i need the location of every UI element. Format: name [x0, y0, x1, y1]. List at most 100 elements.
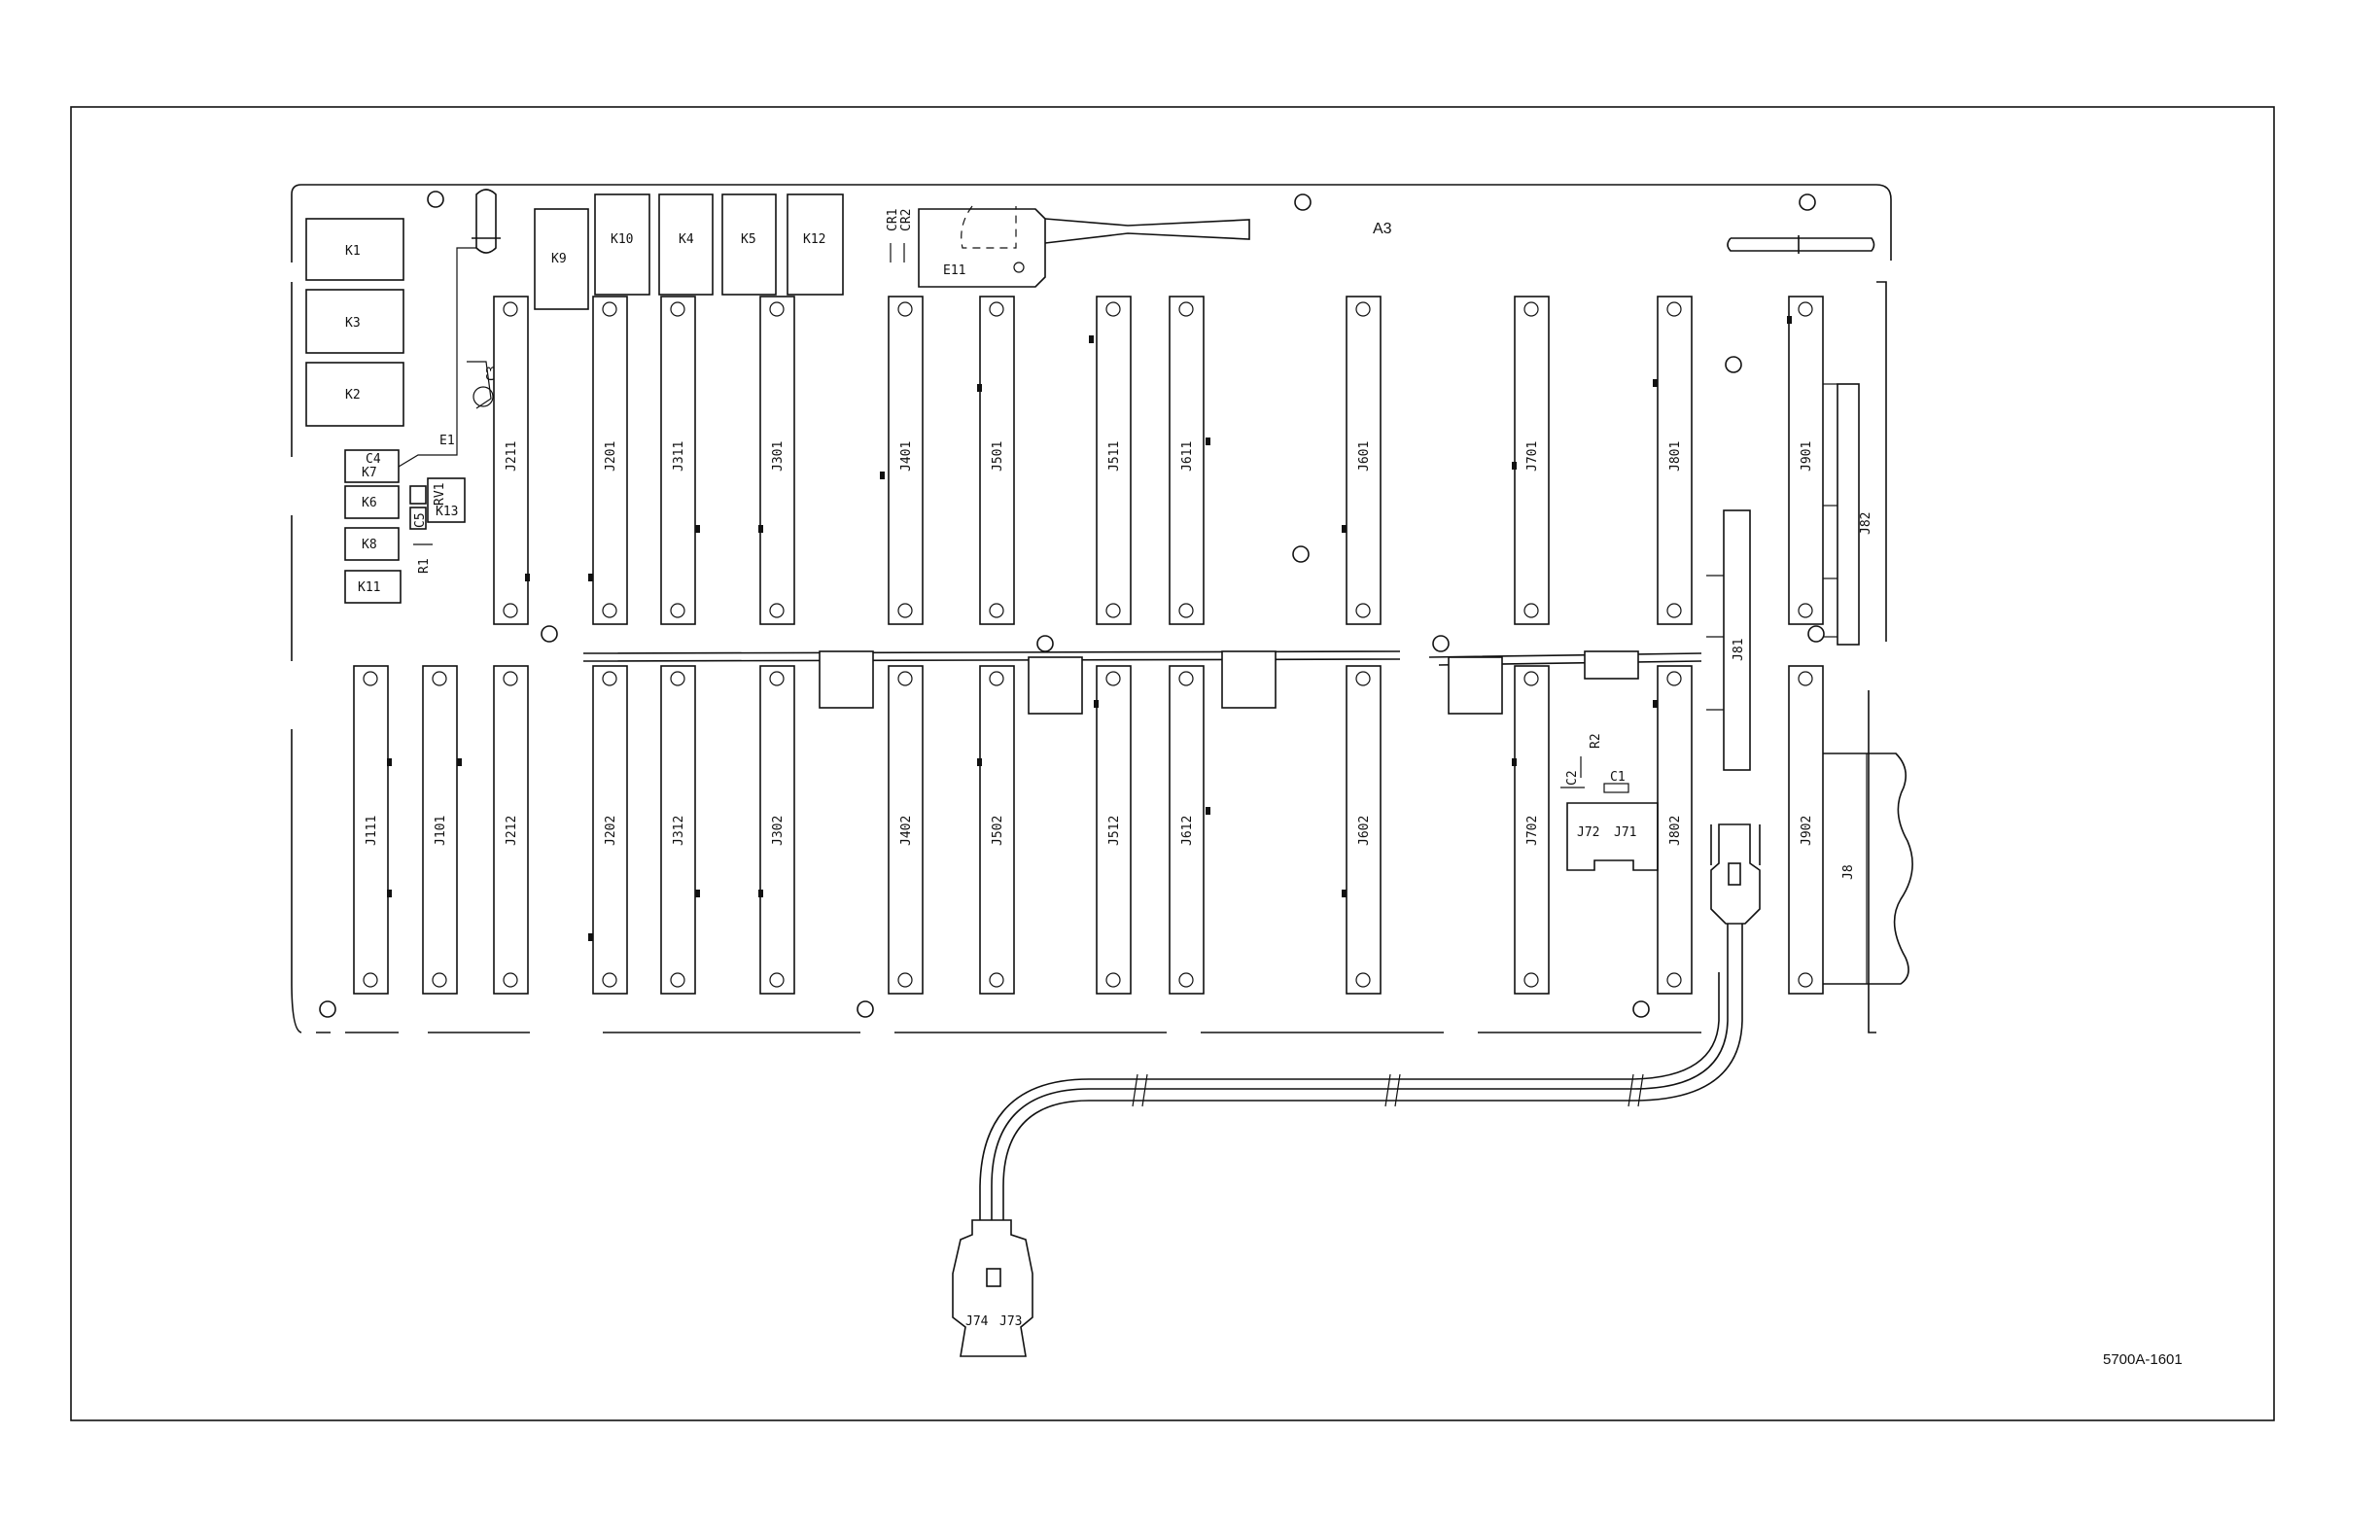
svg-text:K2: K2 — [345, 388, 361, 402]
connector-j74-j73: J74 J73 — [953, 1220, 1032, 1356]
connector-j512: J512 — [1097, 666, 1131, 994]
svg-text:K1: K1 — [345, 244, 361, 259]
svg-text:E1: E1 — [439, 434, 455, 448]
connector-j211: J211 — [494, 297, 528, 624]
connector-j502: J502 — [980, 666, 1014, 994]
svg-text:J601: J601 — [1357, 441, 1372, 472]
svg-text:RV1: RV1 — [433, 483, 447, 506]
connector-j312: J312 — [661, 666, 695, 994]
svg-text:J74: J74 — [965, 1314, 989, 1329]
svg-text:J511: J511 — [1107, 441, 1122, 472]
svg-text:J902: J902 — [1800, 816, 1814, 846]
svg-text:J801: J801 — [1668, 441, 1683, 472]
svg-text:R1: R1 — [417, 558, 432, 574]
svg-text:J81: J81 — [1732, 639, 1746, 661]
capacitor-c5: C5 — [410, 508, 428, 529]
connector-j72-j71: J72 J71 — [1567, 803, 1658, 870]
svg-text:J202: J202 — [604, 816, 618, 846]
relay-k3: K3 — [306, 290, 403, 353]
svg-text:J71: J71 — [1614, 825, 1636, 840]
resistor-r2: R2 — [1581, 733, 1603, 778]
connector-j702: J702 — [1515, 666, 1549, 994]
svg-text:K6: K6 — [362, 496, 377, 510]
svg-text:K10: K10 — [611, 232, 633, 247]
connector-j8: J8 — [1823, 753, 1912, 984]
relay-k9: K9 — [535, 209, 588, 309]
svg-text:CR2: CR2 — [899, 209, 914, 231]
svg-text:J602: J602 — [1357, 816, 1372, 846]
connector-j401: J401 — [889, 297, 923, 624]
varistor-rv1: RV1 — [410, 483, 447, 506]
connector-j301: J301 — [760, 297, 794, 624]
svg-text:J312: J312 — [672, 816, 686, 846]
svg-text:J502: J502 — [991, 816, 1005, 846]
svg-text:C1: C1 — [1610, 770, 1626, 785]
top-connector-row: J211 J201 J311 J301 J401 J501 J511 J611 … — [494, 297, 1823, 624]
bottom-connector-row: J111 J101 J212 J202 J312 J302 J402 J502 … — [354, 666, 1823, 994]
connector-j802: J802 — [1658, 666, 1692, 994]
svg-text:K13: K13 — [436, 505, 458, 519]
relay-k6: K6 — [345, 486, 399, 518]
connector-j501: J501 — [980, 297, 1014, 624]
svg-text:J901: J901 — [1800, 441, 1814, 472]
svg-text:J802: J802 — [1668, 816, 1683, 846]
svg-text:K9: K9 — [551, 252, 567, 266]
relay-k1: K1 — [306, 219, 403, 280]
connector-j81: J81 — [1706, 510, 1750, 770]
svg-text:K5: K5 — [741, 232, 756, 247]
connector-j201: J201 — [593, 297, 627, 624]
svg-text:J401: J401 — [899, 441, 914, 472]
svg-text:J212: J212 — [505, 816, 519, 846]
connector-j901: J901 — [1789, 297, 1823, 624]
diodes-cr1-cr2: CR1 CR2 — [886, 209, 914, 262]
svg-text:J8: J8 — [1841, 864, 1856, 880]
component-e1: E1 — [399, 248, 491, 467]
connector-j611: J611 — [1170, 297, 1204, 624]
svg-text:K8: K8 — [362, 538, 377, 552]
connector-j202: J202 — [593, 666, 627, 994]
svg-text:J82: J82 — [1859, 512, 1873, 535]
connector-j701: J701 — [1515, 297, 1549, 624]
svg-text:J701: J701 — [1525, 441, 1540, 472]
relay-k8: K8 — [345, 528, 399, 560]
svg-text:K12: K12 — [803, 232, 825, 247]
resistor-r1: R1 — [413, 544, 433, 574]
svg-text:E11: E11 — [943, 263, 965, 278]
capacitor-c1: C1 — [1604, 770, 1628, 792]
figure-number: 5700A-1601 — [2103, 1351, 2183, 1368]
svg-text:K11: K11 — [358, 580, 380, 595]
svg-text:J301: J301 — [771, 441, 786, 472]
relay-k5: K5 — [722, 194, 776, 295]
relay-k10: K10 — [595, 194, 649, 295]
svg-text:J72: J72 — [1577, 825, 1599, 840]
svg-text:J302: J302 — [771, 816, 786, 846]
connector-j511: J511 — [1097, 297, 1131, 624]
connector-j302: J302 — [760, 666, 794, 994]
svg-text:J501: J501 — [991, 441, 1005, 472]
svg-text:J512: J512 — [1107, 816, 1122, 846]
relay-k2: K2 — [306, 363, 403, 426]
svg-text:C2: C2 — [1565, 770, 1580, 786]
connector-j602: J602 — [1347, 666, 1381, 994]
svg-text:J201: J201 — [604, 441, 618, 472]
relay-k12: K12 — [788, 194, 843, 295]
svg-text:J73: J73 — [999, 1314, 1022, 1329]
connector-j801: J801 — [1658, 297, 1692, 624]
connector-j111: J111 — [354, 666, 388, 994]
mounting-holes — [320, 192, 1824, 1017]
connector-j902: J902 — [1789, 666, 1823, 994]
component-e11: E11 — [919, 206, 1249, 287]
relay-k11: K11 — [345, 571, 401, 603]
connector-j601: J601 — [1347, 297, 1381, 624]
svg-text:K4: K4 — [679, 232, 694, 247]
svg-text:J211: J211 — [505, 441, 519, 472]
board-outline — [292, 185, 1891, 1032]
svg-text:C5: C5 — [413, 512, 428, 528]
fuse-holder-right — [1728, 235, 1874, 254]
svg-text:J311: J311 — [672, 441, 686, 472]
connector-j212: J212 — [494, 666, 528, 994]
svg-text:K3: K3 — [345, 316, 361, 331]
relay-k4: K4 — [659, 194, 713, 295]
connector-j101: J101 — [423, 666, 457, 994]
